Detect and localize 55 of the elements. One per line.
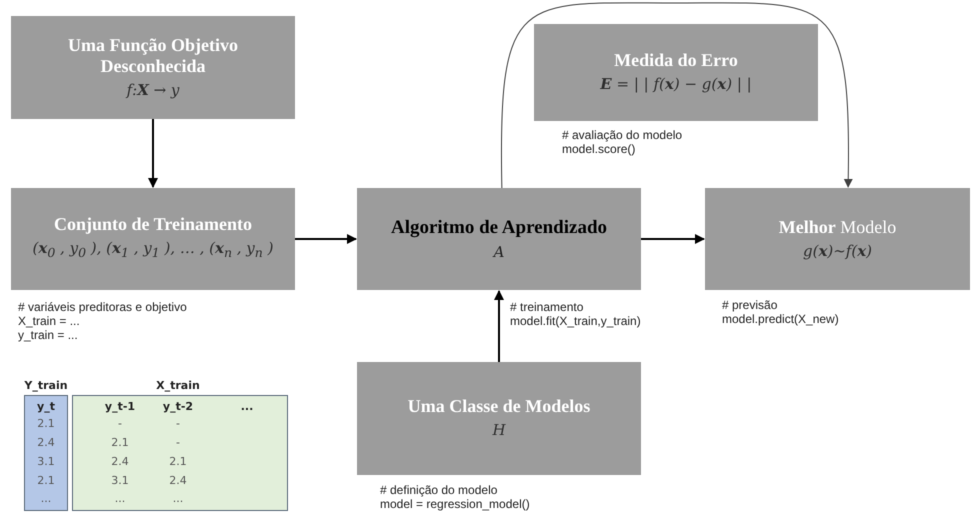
formula: g(x)~f(x) — [802, 240, 872, 262]
table-cell-text: 2.1 — [168, 455, 188, 469]
process-box — [534, 24, 818, 121]
table-cell-text: 2.1 — [36, 417, 56, 431]
table-cell-text: ... — [172, 492, 184, 506]
code-line: X_train = ... — [18, 314, 80, 328]
table-cell-text: 2.4 — [168, 474, 188, 488]
table-cell-text: ... — [40, 492, 52, 506]
column-header: ... — [240, 400, 254, 414]
arrow — [148, 119, 158, 188]
table-title: Y_train — [23, 379, 69, 393]
table-cell-text: - — [117, 417, 123, 431]
table-cell-text: 3.1 — [110, 474, 130, 488]
curved-arrow — [500, 2, 853, 188]
table-cell-text: 2.1 — [110, 436, 130, 450]
box-title: Algoritmo de Aprendizado — [390, 216, 608, 238]
box-title: Conjunto de Treinamento — [54, 214, 252, 235]
code-comment: # treinamento — [510, 300, 584, 314]
box-title: Melhor Modelo — [778, 216, 896, 238]
table-cell-text: - — [175, 417, 181, 431]
box-title: Uma Função Objetivo Desconhecida — [67, 34, 239, 76]
formula: E = | | f(x) − g(x) | | — [600, 74, 752, 95]
code-comment: # definição do modelo — [380, 483, 498, 497]
process-box — [357, 362, 641, 475]
process-box — [705, 188, 970, 290]
table-cell-text: ... — [114, 492, 126, 506]
arrow — [494, 290, 504, 362]
code-comment: # previsão — [722, 298, 778, 312]
code-line: y_train = ... — [18, 328, 78, 342]
process-box — [11, 16, 295, 119]
table-cell-text: 2.1 — [36, 474, 56, 488]
column-header: y_t-1 — [104, 400, 136, 414]
code-line: model.predict(X_new) — [722, 312, 839, 326]
column-header: y_t — [36, 400, 56, 414]
formula: A — [494, 242, 504, 262]
arrow — [641, 234, 705, 244]
formula: (x$_{0}$ , y$_{0}$ ), (x$_{1}$ , y$_{1}$ ), … , (x$_{n}$ , y$_{n}$ ) — [32, 238, 274, 262]
box-title: Medida do Erro — [614, 50, 738, 71]
process-box — [11, 188, 295, 290]
table-cell-text: 3.1 — [36, 455, 56, 469]
table-cell-text: 2.4 — [36, 436, 56, 450]
code-comment: # variáveis preditoras e objetivo — [18, 300, 187, 314]
table-cell-text: - — [175, 436, 181, 450]
column-header: y_t-2 — [162, 400, 194, 414]
box-title: Uma Classe de Modelos — [408, 396, 590, 417]
code-line: model.score() — [562, 142, 636, 156]
arrow — [295, 234, 357, 244]
formula: H — [492, 420, 506, 441]
code-line: model.fit(X_train,y_train) — [510, 314, 641, 328]
formula: f:X → y — [126, 80, 180, 100]
table-cell-text: 2.4 — [110, 455, 130, 469]
code-line: model = regression_model() — [380, 497, 530, 511]
process-box — [357, 188, 641, 290]
table-title: X_train — [155, 379, 201, 393]
code-comment: # avaliação do modelo — [562, 128, 682, 142]
